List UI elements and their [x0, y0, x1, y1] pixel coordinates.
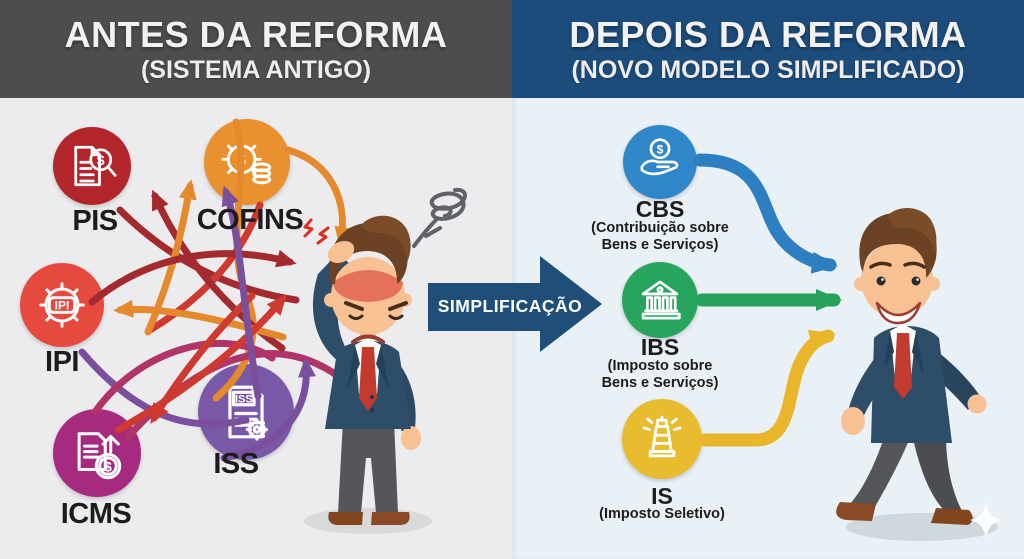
svg-text:$: $ [657, 143, 664, 157]
cbs-label: CBS [635, 196, 685, 222]
ipi-circle: IPI [20, 263, 104, 347]
ibs-label: IBS [640, 334, 680, 360]
cbs-circle: $ [623, 125, 697, 199]
cofins-label: COFINS [196, 204, 304, 236]
after-subtitle: (NOVO MODELO SIMPLIFICADO) [571, 56, 965, 84]
ipi-gear-badge-icon: IPI [39, 282, 85, 328]
pis-circle: $ [53, 127, 131, 205]
ibs-circle [622, 262, 698, 338]
gear-dollar-coins-icon: $ [221, 139, 272, 185]
svg-text:ISS: ISS [235, 394, 253, 406]
pis-label: PIS [72, 205, 118, 237]
svg-text:$: $ [97, 153, 105, 168]
ibs-sublabel: (Imposto sobre Bens e Serviços) [601, 358, 719, 391]
before-subtitle: (SISTEMA ANTIGO) [140, 56, 372, 84]
cofins-circle: $ [204, 119, 290, 205]
is-label: IS [651, 483, 673, 509]
lighthouse-icon [642, 415, 682, 458]
before-title: ANTES DA REFORMA [64, 14, 448, 55]
is-circle [622, 399, 702, 479]
iss-circle: ISS [198, 364, 294, 460]
hand-coin-icon: $ [640, 138, 679, 176]
is-sublabel: (Imposto Seletivo) [599, 506, 725, 522]
icms-circle: $ [53, 409, 141, 497]
iss-document-gear-icon: ISS [228, 385, 269, 441]
svg-text:$: $ [104, 460, 112, 475]
ipi-label: IPI [45, 346, 79, 378]
simplification-label: SIMPLIFICAÇÃO [437, 296, 583, 316]
after-title: DEPOIS DA REFORMA [569, 14, 967, 55]
after-header: DEPOIS DA REFORMA (NOVO MODELO SIMPLIFIC… [512, 0, 1024, 98]
iss-label: ISS [213, 448, 259, 480]
bank-building-icon [641, 280, 681, 320]
icms-label: ICMS [60, 498, 132, 530]
document-magnifier-dollar-icon: $ [74, 145, 117, 187]
svg-text:IPI: IPI [55, 299, 70, 313]
before-header: ANTES DA REFORMA (SISTEMA ANTIGO) [0, 0, 512, 98]
cbs-sublabel: (Contribuição sobre Bens e Serviços) [591, 220, 729, 253]
svg-text:$: $ [238, 153, 246, 169]
icms-document-arrow-coin-icon: $ [77, 432, 122, 480]
